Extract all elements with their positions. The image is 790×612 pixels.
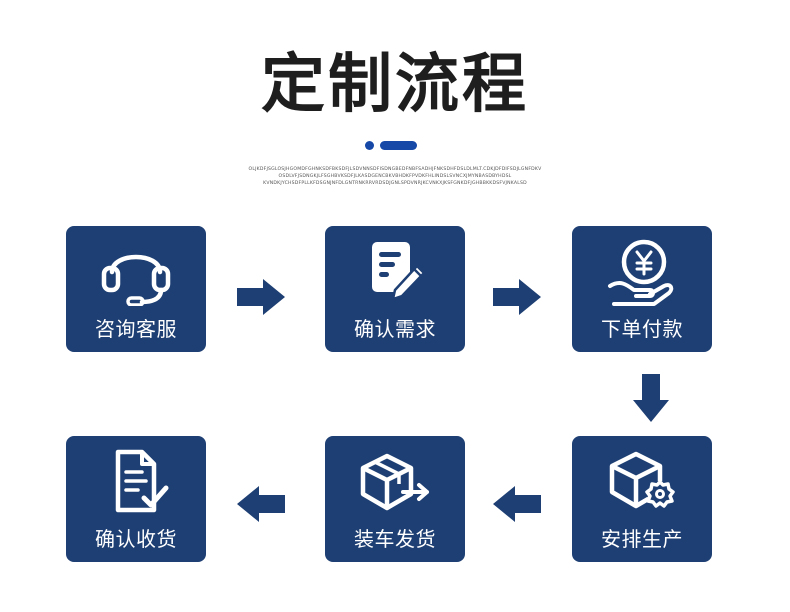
arrow-down-icon bbox=[633, 374, 669, 422]
step-card-payment: 下单付款 bbox=[572, 226, 712, 352]
step-card-confirm-needs: 确认需求 bbox=[325, 226, 465, 352]
arrow-right-icon bbox=[493, 279, 541, 315]
step-label: 确认需求 bbox=[354, 317, 436, 341]
arrow-left-icon bbox=[237, 486, 285, 522]
arrow-left-icon bbox=[493, 486, 541, 522]
title-decoration bbox=[365, 141, 425, 151]
subtitle-line: OSDLVFJSDNGKJLFSGHBVKSDFJLKASDGENCBKVBHD… bbox=[278, 174, 512, 179]
decoration-bar bbox=[380, 141, 417, 150]
step-card-shipping: 装车发货 bbox=[325, 436, 465, 562]
subtitle-line: OLJKDFJSGLOSJHGOMDFGHNKSDFBKSDFJLSDVNNSD… bbox=[248, 167, 542, 172]
box-gear-icon bbox=[609, 451, 675, 509]
step-label: 下单付款 bbox=[601, 317, 683, 341]
step-card-consult: 咨询客服 bbox=[66, 226, 206, 352]
box-shipping-icon bbox=[360, 453, 429, 511]
step-card-production: 安排生产 bbox=[572, 436, 712, 562]
subtitle-text: OLJKDFJSGLOSJHGOMDFGHNKSDFBKSDFJLSDVNNSD… bbox=[230, 166, 560, 187]
step-label: 装车发货 bbox=[354, 527, 436, 551]
page-title: 定制流程 bbox=[261, 48, 529, 122]
step-label: 确认收货 bbox=[95, 527, 177, 551]
headset-icon bbox=[101, 254, 171, 306]
document-edit-icon bbox=[372, 242, 426, 301]
step-card-receive: 确认收货 bbox=[66, 436, 206, 562]
yuan-payment-icon bbox=[608, 239, 674, 306]
decoration-dot bbox=[365, 141, 374, 150]
subtitle-line: KVNDKJYCHSDFPLLKFDSGNJNFDLGNTRNKRRVRDSDJ… bbox=[263, 181, 527, 186]
step-label: 安排生产 bbox=[601, 527, 683, 551]
arrow-right-icon bbox=[237, 279, 285, 315]
step-label: 咨询客服 bbox=[95, 317, 177, 341]
document-check-icon bbox=[115, 449, 169, 513]
